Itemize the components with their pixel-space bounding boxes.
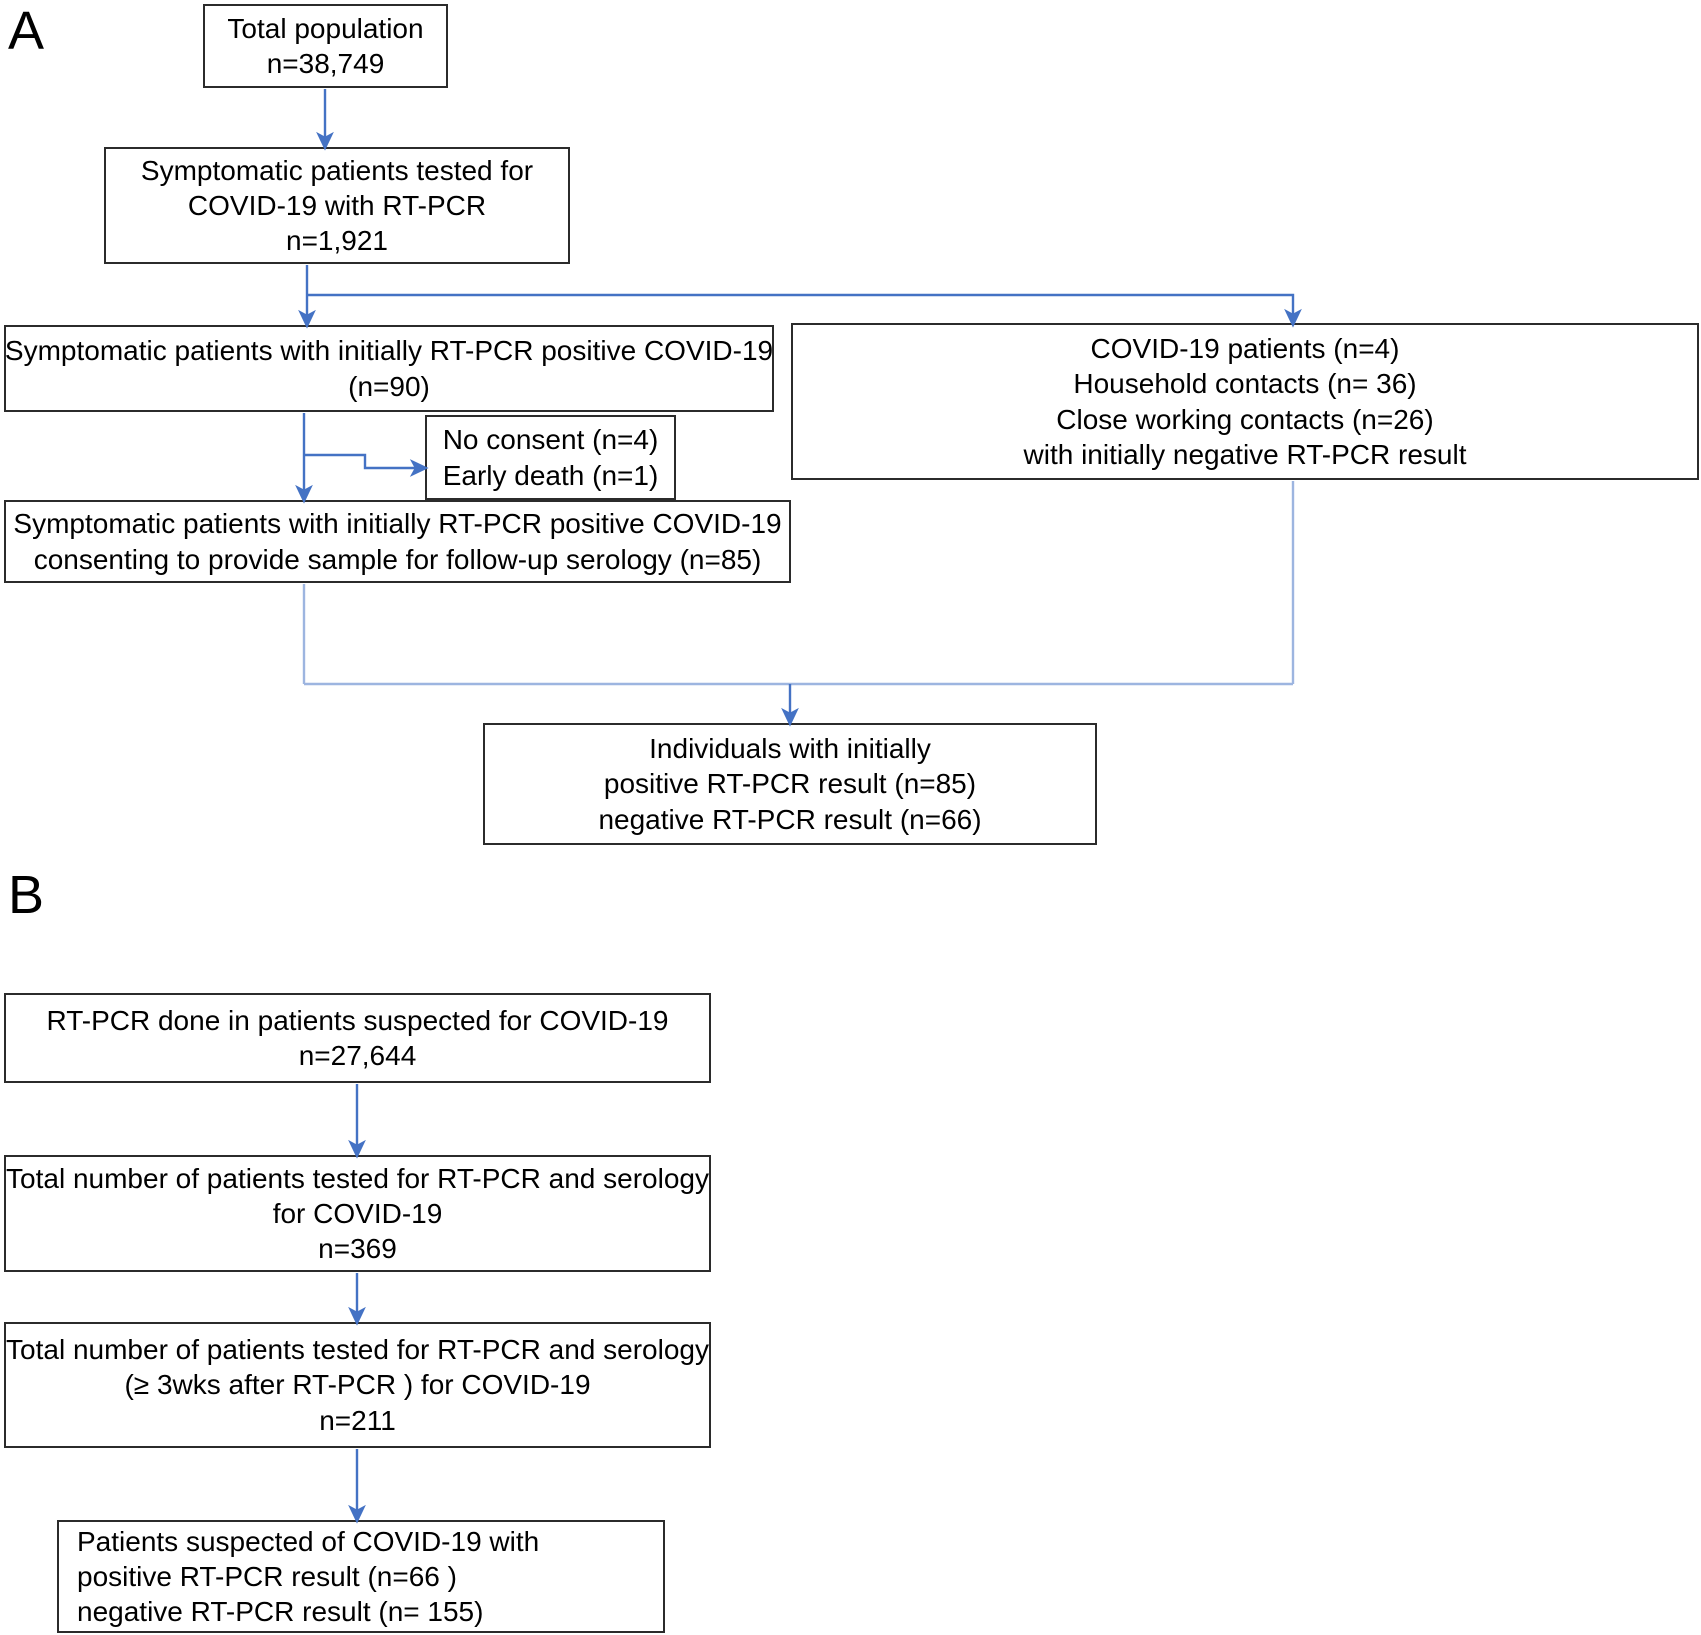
node-line: (≥ 3wks after RT-PCR ) for COVID-19: [124, 1369, 591, 1401]
node-line: n=27,644: [298, 1040, 417, 1071]
node-line: for COVID-19: [272, 1197, 443, 1229]
node-line: COVID-19 with RT-PCR: [187, 189, 487, 221]
node-line: No consent (n=4): [442, 424, 659, 456]
node-suspected-results: Patients suspected of COVID-19 with posi…: [57, 1520, 665, 1633]
node-line: Patients suspected of COVID-19 with: [77, 1525, 540, 1557]
node-total-tested-3wks: Total number of patients tested for RT-P…: [4, 1322, 711, 1448]
node-contacts-negative: COVID-19 patients (n=4) Household contac…: [791, 323, 1699, 480]
node-line: Total population: [227, 12, 424, 44]
node-line: negative RT-PCR result (n= 155): [77, 1596, 484, 1628]
node-line: RT-PCR done in patients suspected for CO…: [46, 1004, 669, 1036]
node-rtpcr-done: RT-PCR done in patients suspected for CO…: [4, 993, 711, 1083]
node-total-population: Total population n=38,749: [203, 4, 448, 88]
node-line: positive RT-PCR result (n=66 ): [77, 1560, 457, 1592]
node-line: with initially negative RT-PCR result: [1023, 438, 1467, 470]
node-individuals-results: Individuals with initially positive RT-P…: [483, 723, 1097, 845]
node-line: negative RT-PCR result (n=66): [598, 803, 982, 835]
node-line: positive RT-PCR result (n=85): [603, 768, 977, 800]
node-symptomatic-tested: Symptomatic patients tested for COVID-19…: [104, 147, 570, 264]
node-initially-positive: Symptomatic patients with initially RT-P…: [4, 325, 774, 412]
node-line: (n=90): [348, 370, 430, 402]
node-line: Total number of patients tested for RT-P…: [6, 1162, 709, 1194]
node-line: n=1,921: [286, 225, 388, 257]
node-line: Close working contacts (n=26): [1056, 403, 1434, 435]
node-line: n=38,749: [266, 48, 385, 79]
node-line: Symptomatic patients with initially RT-P…: [4, 335, 774, 367]
node-line: Symptomatic patients tested for: [140, 154, 534, 186]
node-line: n=211: [319, 1404, 396, 1436]
node-line: Symptomatic patients with initially RT-P…: [13, 508, 782, 540]
node-line: Early death (n=1): [442, 459, 659, 491]
node-consenting-followup: Symptomatic patients with initially RT-P…: [4, 500, 791, 583]
node-line: COVID-19 patients (n=4): [1090, 332, 1400, 364]
panel-label-b: B: [8, 865, 45, 925]
panel-label-a: A: [8, 1, 45, 61]
edge-tested-to-contacts: [307, 293, 1302, 328]
node-line: consenting to provide sample for follow-…: [33, 543, 762, 575]
node-exclusions: No consent (n=4) Early death (n=1): [425, 415, 676, 500]
node-line: n=369: [318, 1233, 397, 1265]
edge-positive-to-exclusions: [304, 453, 429, 477]
node-line: Household contacts (n= 36): [1073, 368, 1417, 400]
node-total-tested-serology: Total number of patients tested for RT-P…: [4, 1155, 711, 1272]
node-line: Total number of patients tested for RT-P…: [6, 1334, 709, 1366]
node-line: Individuals with initially: [649, 733, 931, 765]
